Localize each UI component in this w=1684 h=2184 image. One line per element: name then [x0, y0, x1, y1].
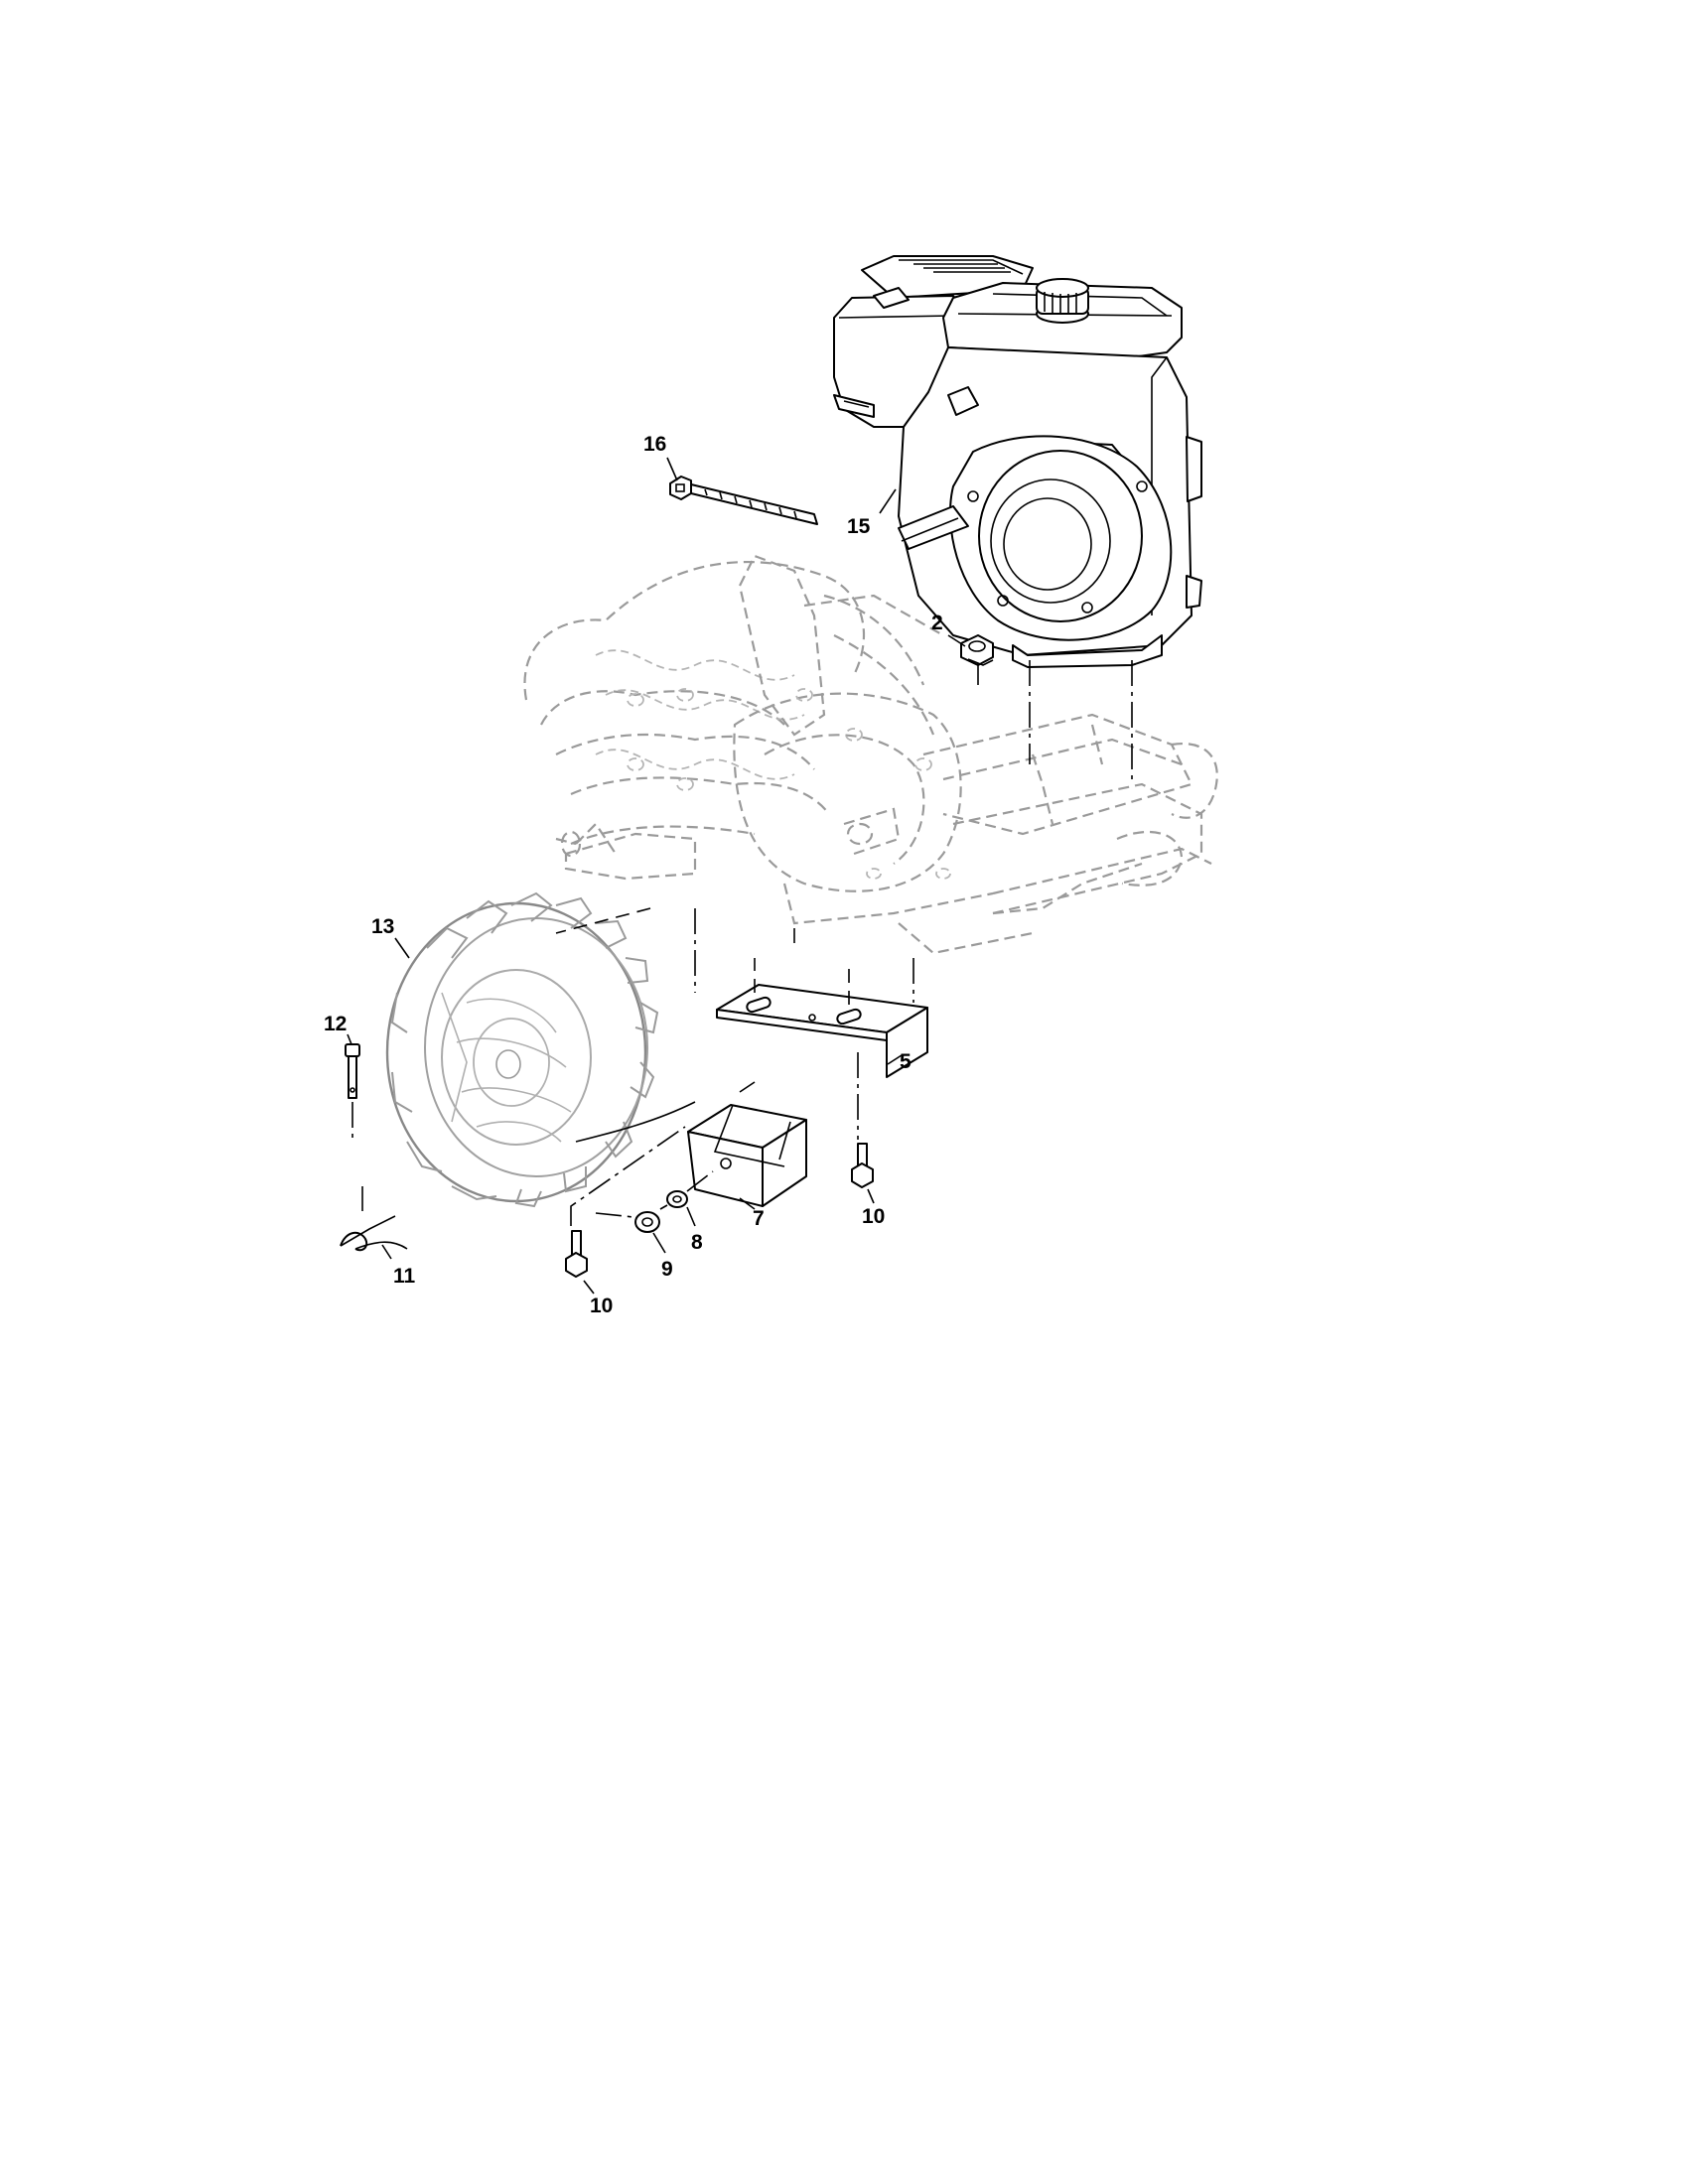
callout-10-left: 10: [590, 1295, 613, 1317]
hex-bolt-right: [851, 1143, 874, 1188]
leader-lines: [347, 457, 966, 1295]
tiller-frame-phantom: [523, 554, 1218, 955]
frame-bolts: [627, 688, 951, 880]
callout-8: 8: [691, 1231, 703, 1254]
callout-13: 13: [371, 915, 394, 938]
callout-12: 12: [324, 1013, 347, 1035]
callout-10-right: 10: [862, 1205, 885, 1228]
engine: [833, 255, 1202, 668]
cable-tie: [669, 476, 818, 525]
hitch-pin: [345, 1043, 360, 1099]
assembly-lines: [351, 660, 1133, 1226]
callout-15: 15: [847, 515, 871, 538]
callout-16: 16: [643, 433, 666, 456]
hairpin-clip: [340, 1215, 408, 1252]
callout-11: 11: [393, 1265, 416, 1288]
callout-9: 9: [661, 1258, 673, 1281]
wheel-tire: [385, 891, 659, 1208]
mounting-bracket: [716, 984, 928, 1078]
lock-washer: [666, 1190, 688, 1208]
weight-block: [687, 1104, 807, 1207]
callout-labels: 16 15 2 13 12 5 7 10 10 8 9 11: [324, 433, 943, 1317]
flange-nut: [960, 634, 994, 666]
callout-5: 5: [900, 1050, 912, 1073]
callout-7: 7: [753, 1207, 765, 1230]
flat-washer: [634, 1211, 660, 1233]
callout-2: 2: [931, 612, 943, 634]
hex-bolt-left: [565, 1230, 588, 1278]
